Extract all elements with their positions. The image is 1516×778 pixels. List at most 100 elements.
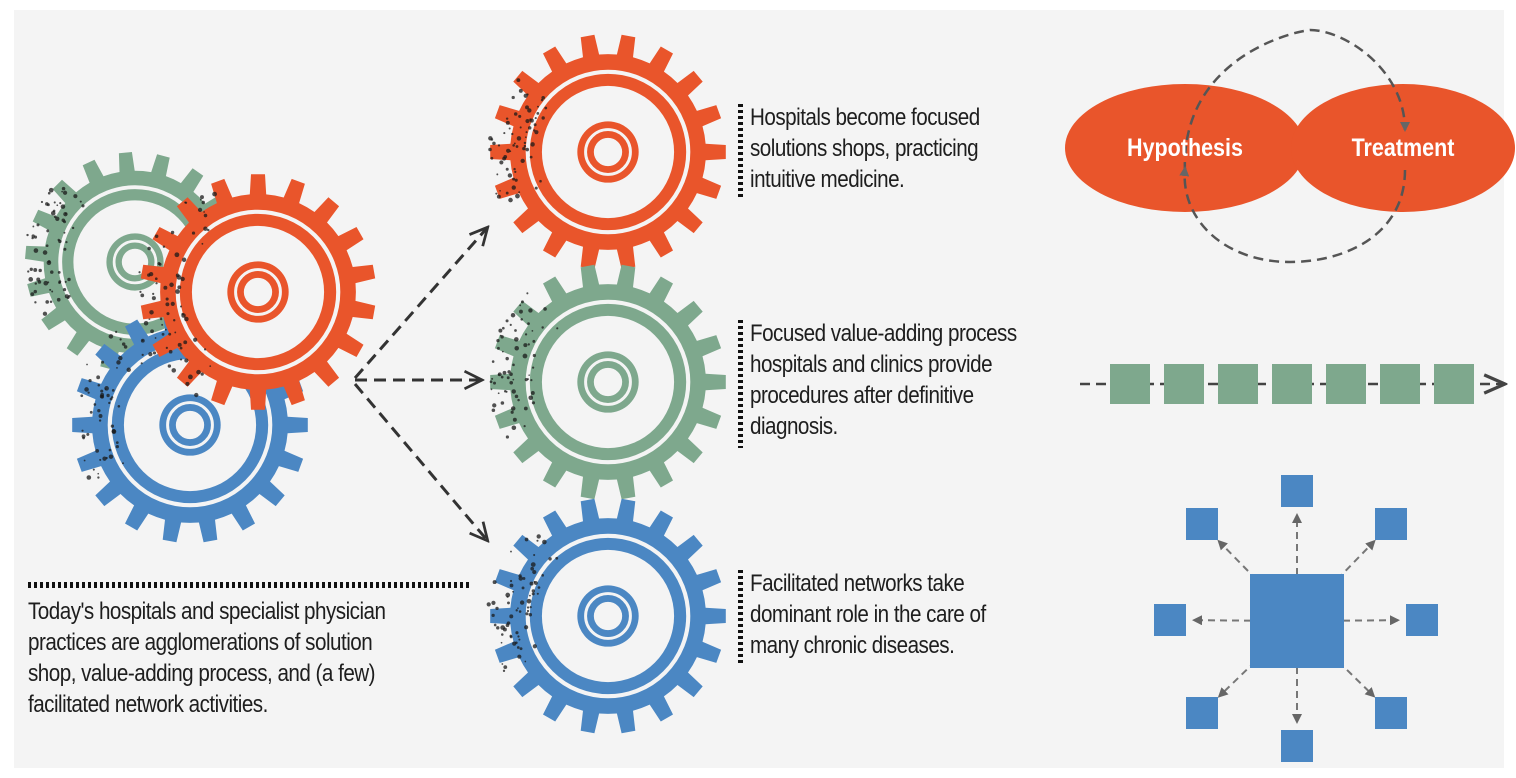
- cluster-orange-texture-dot: [154, 277, 158, 281]
- facilitated-network-texture-dot: [526, 609, 530, 613]
- cluster-green-texture-dot: [47, 191, 51, 195]
- cluster-green-texture-dot: [57, 270, 61, 274]
- cluster-orange-texture-dot: [147, 273, 151, 277]
- value-adding-process-texture-dot: [500, 401, 505, 405]
- cluster-blue-texture-dot: [86, 363, 88, 366]
- value-adding-process-marker: [738, 320, 743, 448]
- cluster-blue-gear-axle: [175, 410, 205, 440]
- cluster-orange-texture-dot: [177, 285, 182, 290]
- facilitated-network-texture-dot: [495, 606, 499, 611]
- solution-shop-texture-dot: [534, 117, 537, 120]
- value-adding-process-texture-dot: [526, 292, 529, 295]
- network-node: [1375, 508, 1407, 540]
- value-adding-process-texture-dot: [505, 435, 510, 439]
- solution-shop-texture-dot: [505, 117, 509, 120]
- cluster-blue-texture-dot: [141, 353, 144, 356]
- cluster-orange-texture-dot: [163, 285, 168, 290]
- cluster-green-texture-dot: [53, 201, 56, 204]
- cluster-blue-texture-dot: [97, 384, 101, 387]
- solution-shop-texture-dot: [505, 120, 510, 125]
- cluster-orange-texture-dot: [194, 392, 199, 398]
- cluster-blue-texture-dot: [80, 394, 84, 398]
- cluster-blue-texture-dot: [123, 345, 128, 349]
- facilitated-network-texture-dot: [531, 592, 535, 596]
- facilitated-network-texture-dot: [524, 625, 529, 630]
- facilitated-network-gear-axle: [593, 601, 623, 631]
- facilitated-network-texture-dot: [507, 601, 510, 605]
- cluster-green-texture-dot: [49, 300, 53, 303]
- cluster-orange-texture-dot: [154, 234, 159, 239]
- cluster-green-texture-dot: [49, 288, 52, 291]
- solution-shop-caption: Hospitals become focused solutions shops…: [750, 104, 980, 193]
- cluster-orange-texture-dot: [138, 271, 141, 274]
- value-adding-process-texture-dot: [505, 319, 509, 323]
- solution-shop-texture-dot: [513, 167, 516, 171]
- solution-shop-texture-dot: [529, 118, 534, 123]
- value-adding-process-texture-dot: [496, 338, 500, 343]
- solution-shop-texture-dot: [540, 98, 544, 102]
- cluster-blue-texture-dot: [110, 424, 115, 428]
- network-node: [1281, 475, 1313, 507]
- solution-shop-marker: [738, 104, 743, 200]
- solution-shop-texture-dot: [511, 95, 515, 100]
- facilitated-network-gear: [486, 498, 726, 734]
- cluster-blue-texture-dot: [116, 360, 121, 365]
- solution-shop-texture-dot: [518, 114, 522, 118]
- facilitated-network-texture-dot: [517, 654, 522, 659]
- value-adding-process-texture-dot: [493, 381, 496, 385]
- facilitated-network-texture-dot: [524, 660, 527, 663]
- cluster-orange-texture-dot: [170, 301, 175, 306]
- value-adding-process-texture-dot: [500, 375, 504, 379]
- value-adding-process-texture-dot: [510, 312, 516, 318]
- cluster-orange-texture-dot: [147, 246, 151, 251]
- cluster-green-texture-dot: [79, 200, 82, 203]
- solution-shop-texture-dot: [505, 167, 509, 171]
- process-step: [1218, 364, 1258, 404]
- solution-shop-gear-axle: [593, 137, 623, 167]
- facilitated-network-gear-rim-line: [525, 533, 691, 699]
- cluster-orange-texture-dot: [179, 346, 183, 350]
- cluster-orange-texture-dot: [152, 292, 155, 295]
- network-node: [1406, 604, 1438, 636]
- value-adding-process-texture-dot: [496, 346, 500, 350]
- cluster-orange-texture-dot: [151, 296, 156, 301]
- cluster-blue-texture-dot: [87, 391, 90, 394]
- cluster-orange-texture-dot: [207, 228, 210, 232]
- solution-shop-texture-dot: [513, 112, 518, 116]
- cluster-green-texture-dot: [58, 239, 62, 244]
- facilitated-network-texture-dot: [555, 556, 559, 560]
- cluster-blue-texture-dot: [119, 338, 122, 341]
- solution-shop-texture-dot: [518, 88, 523, 93]
- solution-shop-gear-hub-ring: [584, 128, 632, 176]
- facilitated-network-texture-dot: [533, 581, 538, 585]
- cluster-green-texture-dot: [46, 260, 52, 266]
- solution-shop-texture-dot: [506, 148, 511, 153]
- facilitated-network-texture-dot: [526, 598, 532, 604]
- facilitated-network-texture-dot: [536, 592, 539, 595]
- cluster-orange-texture-dot: [173, 319, 176, 322]
- cluster-blue-texture-dot: [109, 397, 113, 401]
- facilitated-network-texture-dot: [512, 641, 517, 646]
- cluster-green-texture-dot: [81, 204, 85, 208]
- solution-shop-texture-dot: [523, 93, 528, 98]
- network-node: [1281, 730, 1313, 762]
- cluster-green-texture-dot: [42, 250, 48, 255]
- value-adding-process-texture-dot: [519, 304, 522, 307]
- cluster-blue-texture-dot: [126, 367, 131, 373]
- facilitated-network-texture-dot: [500, 641, 503, 644]
- value-adding-process-texture-dot: [531, 329, 534, 332]
- solution-shop-texture-dot: [516, 78, 521, 83]
- value-adding-process-texture-dot: [509, 323, 512, 326]
- solution-shop-texture-dot: [539, 179, 542, 183]
- facilitated-network-texture-dot: [509, 583, 514, 588]
- solution-shop-texture-dot: [508, 197, 513, 203]
- facilitated-network-texture-dot: [536, 534, 541, 539]
- cluster-orange-texture-dot: [167, 364, 172, 368]
- value-adding-process-texture-dot: [510, 410, 514, 414]
- network-hub: [1250, 574, 1344, 668]
- value-adding-process-texture-dot: [501, 326, 505, 330]
- solution-shop-texture-dot: [516, 136, 522, 141]
- cluster-orange-texture-dot: [209, 365, 212, 367]
- value-adding-process-texture-dot: [514, 329, 517, 332]
